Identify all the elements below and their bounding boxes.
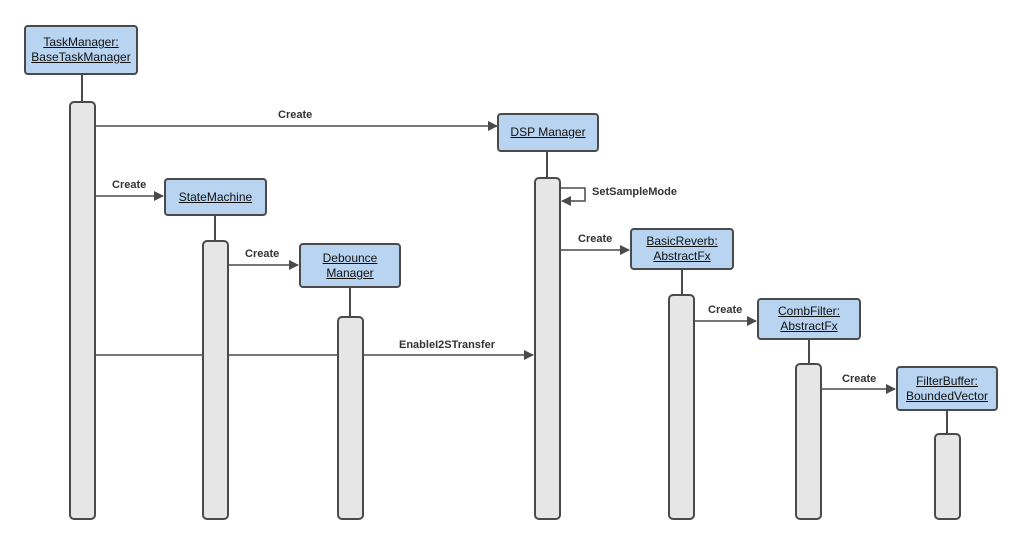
object-statemachine-line-1: StateMachine [178,189,253,204]
activation-bar-taskmanager [69,101,96,520]
activation-bar-statemachine [202,240,229,520]
object-filterbuffer-line-1: FilterBuffer: [916,373,978,388]
message-label-create-basicreverb: Create [578,233,613,245]
arrow-set-sample-mode [561,187,586,206]
activation-bar-filterbuffer [934,433,961,520]
lifeline-stem-dsp-manager [546,152,548,178]
object-debounce-manager: Debounce Manager [299,243,401,288]
object-taskmanager: TaskManager: BaseTaskManager [24,25,138,75]
activation-bar-debounce-manager [337,316,364,520]
activation-bar-basicreverb [668,294,695,520]
lifeline-stem-debounce-manager [349,288,351,317]
object-filterbuffer: FilterBuffer: BoundedVector [896,366,998,411]
activation-bar-dsp-manager [534,177,561,520]
object-taskmanager-line-1: TaskManager: [43,35,119,49]
message-label-enable-i2s: EnableI2STransfer [399,339,495,351]
object-taskmanager-line-2: BaseTaskManager [31,50,131,64]
object-combfilter: CombFilter: AbstractFx [757,298,861,340]
object-debounce-manager-line-1: Debounce [322,250,378,265]
message-label-create-combfilter: Create [708,304,743,316]
object-dsp-manager-line-1: DSP Manager [510,125,586,139]
message-label-create-statemachine: Create [112,179,147,191]
object-debounce-manager-line-2: Manager [326,265,374,280]
lifeline-stem-filterbuffer [946,411,948,434]
message-label-set-sample-mode: SetSampleMode [592,186,677,198]
lifeline-stem-statemachine [214,216,216,241]
object-basicreverb-line-2: AbstractFx [653,249,711,263]
lifeline-stem-taskmanager [81,75,83,102]
object-basicreverb-line-1: BasicReverb: [646,234,718,248]
object-basicreverb: BasicReverb: AbstractFx [630,228,734,270]
object-combfilter-line-1: CombFilter: [777,304,840,318]
object-statemachine: StateMachine [164,178,267,216]
lifeline-stem-basicreverb [681,270,683,295]
message-label-create-dsp: Create [278,109,313,121]
lifeline-stem-combfilter [808,340,810,364]
object-filterbuffer-line-2: BoundedVector [905,388,989,403]
activation-bar-combfilter [795,363,822,520]
message-label-create-debounce: Create [245,248,280,260]
object-combfilter-line-2: AbstractFx [780,319,838,333]
message-label-create-filterbuffer: Create [842,373,877,385]
object-dsp-manager: DSP Manager [497,113,599,152]
